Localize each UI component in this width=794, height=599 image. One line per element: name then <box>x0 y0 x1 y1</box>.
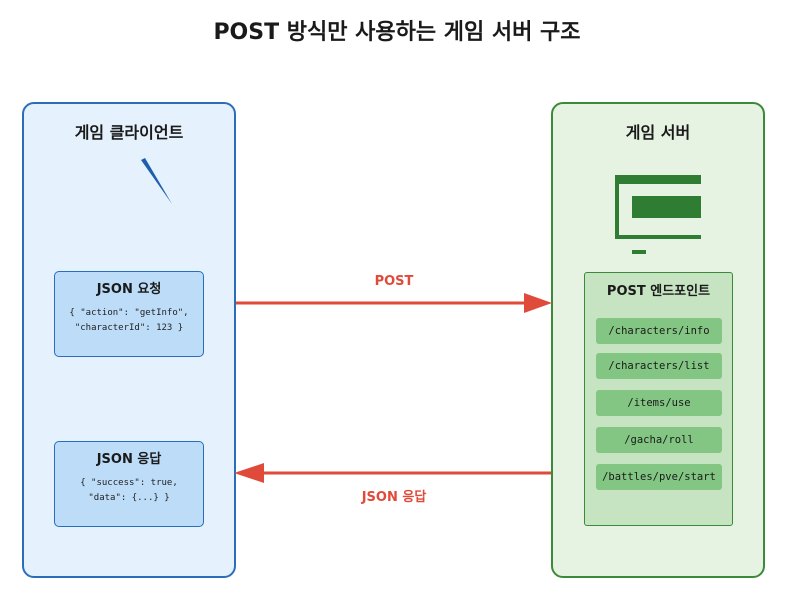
json-response-line: "data": {...} } <box>88 493 170 503</box>
client-title: 게임 클라이언트 <box>74 123 184 142</box>
endpoint-item: /characters/info <box>596 318 722 344</box>
server-title: 게임 서버 <box>625 123 691 142</box>
post-request-arrow <box>236 293 552 313</box>
page-title: POST 방식만 사용하는 게임 서버 구조 <box>213 20 581 45</box>
endpoint-item: /characters/list <box>596 353 722 379</box>
json-request-box: JSON 요청 { "action": "getInfo", "characte… <box>54 271 204 357</box>
endpoint-item: /items/use <box>596 390 722 416</box>
json-response-body: { "success": true, "data": {...} } <box>55 476 203 506</box>
endpoint-item: /gacha/roll <box>596 427 722 453</box>
json-request-title: JSON 요청 <box>96 282 162 297</box>
post-endpoints-box: POST 엔드포인트 /characters/info /characters/… <box>584 272 733 526</box>
json-response-title: JSON 응답 <box>96 452 162 467</box>
post-endpoints-title: POST 엔드포인트 <box>606 284 711 299</box>
json-request-body: { "action": "getInfo", "characterId": 12… <box>55 306 203 336</box>
json-request-line: "characterId": 123 } <box>74 323 184 333</box>
json-response-arrow <box>234 463 551 483</box>
json-response-box: JSON 응답 { "success": true, "data": {...}… <box>54 441 204 527</box>
json-response-line: { "success": true, <box>80 478 178 488</box>
post-arrow-label: POST <box>374 274 414 289</box>
response-arrow-label: JSON 응답 <box>361 490 427 505</box>
stylus-line-icon <box>141 158 172 204</box>
server-monitor-icon <box>615 175 701 254</box>
json-request-line: { "action": "getInfo", <box>69 308 189 318</box>
endpoint-item: /battles/pve/start <box>596 464 722 490</box>
